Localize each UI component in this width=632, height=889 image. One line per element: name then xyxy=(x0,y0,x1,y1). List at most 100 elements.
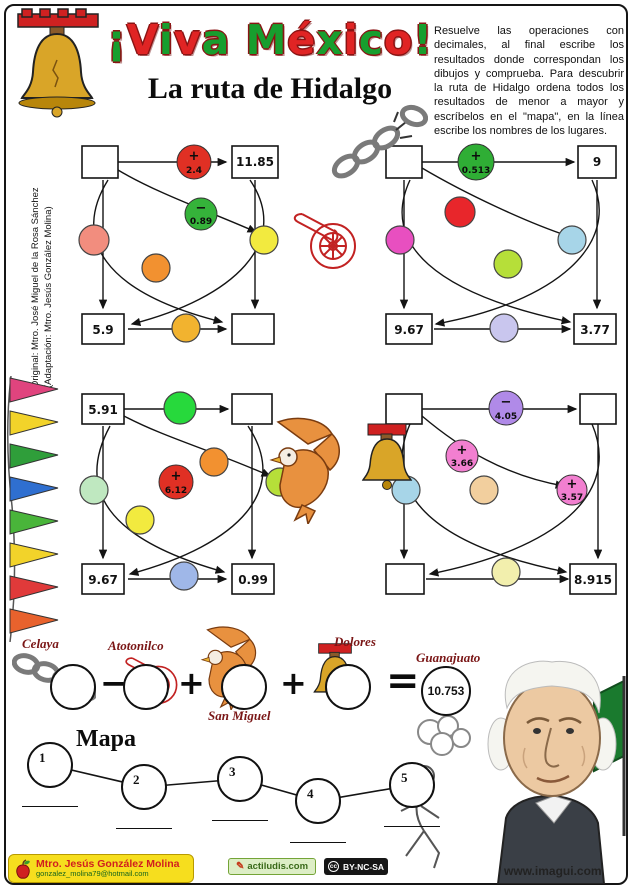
place-label-dolores: Dolores xyxy=(334,634,376,649)
svg-text:2.4: 2.4 xyxy=(186,166,202,176)
answer-circle[interactable] xyxy=(557,225,587,255)
svg-text:+: + xyxy=(171,469,182,484)
value-box-bl: 9.67 xyxy=(385,313,433,345)
value-box-br: 0.99 xyxy=(231,563,275,595)
answer-circle[interactable] xyxy=(491,557,521,587)
cc-license-label: BY-NC-SA xyxy=(342,861,385,872)
value-box-bl: 5.9 xyxy=(81,313,125,345)
value-box-br[interactable] xyxy=(231,313,275,345)
papel-picado-flags xyxy=(7,376,59,642)
map-heading: Mapa xyxy=(76,726,136,752)
map-blank-line-1[interactable] xyxy=(22,806,78,807)
author-banner: Mtro. Jesús González Molina gonzalez_mol… xyxy=(8,854,194,883)
value-box-tr[interactable] xyxy=(579,393,617,425)
value-box-tr: 9 xyxy=(577,145,617,179)
actiludis-label: actiludis.com xyxy=(247,861,309,872)
answer-circle[interactable] xyxy=(493,249,523,279)
svg-text:3.77: 3.77 xyxy=(580,323,610,337)
place-label-atotonilco: Atotonilco xyxy=(108,638,164,653)
svg-text:5.91: 5.91 xyxy=(88,403,118,417)
operation-badge: + 3.57 xyxy=(556,474,588,506)
small-bell-icon xyxy=(361,423,413,490)
answer-circle[interactable] xyxy=(444,196,476,228)
value-box-br: 8.915 xyxy=(569,563,617,595)
answer-circle[interactable] xyxy=(169,561,199,591)
map-stop-2[interactable]: 2 xyxy=(121,764,167,810)
equation-result: 10.753 xyxy=(421,666,471,716)
credit-line-2: (Adaptación: Mtro. Jesús González Molina… xyxy=(42,206,54,388)
answer-circle[interactable] xyxy=(163,391,197,425)
value-box-tl[interactable] xyxy=(385,145,423,179)
answer-circle[interactable] xyxy=(78,224,110,256)
svg-text:3.57: 3.57 xyxy=(561,493,583,503)
map-stop-number: 4 xyxy=(307,786,314,801)
place-label-celaya: Celaya xyxy=(22,636,59,651)
page-subtitle: La ruta de Hidalgo xyxy=(147,72,393,105)
value-box-bl: 9.67 xyxy=(81,563,125,595)
svg-text:9: 9 xyxy=(593,155,601,169)
equation-slot-dolores[interactable] xyxy=(325,664,371,710)
svg-text:3.66: 3.66 xyxy=(451,459,473,469)
svg-text:8.915: 8.915 xyxy=(574,573,612,587)
equation-slot-san-miguel[interactable] xyxy=(221,664,267,710)
answer-circle[interactable] xyxy=(489,313,519,343)
eagle-icon xyxy=(269,417,340,524)
map-blank-line-3[interactable] xyxy=(212,820,268,821)
place-label-guanajuato: Guanajuato xyxy=(416,650,481,665)
place-label-san-miguel: San Miguel xyxy=(208,708,271,723)
running-man-sketch xyxy=(400,715,471,869)
map-stop-5[interactable]: 5 xyxy=(389,762,435,808)
svg-text:−: − xyxy=(196,201,207,216)
equation-slot-atotonilco[interactable] xyxy=(123,664,169,710)
value-box-tl: 5.91 xyxy=(81,393,125,425)
answer-circle[interactable] xyxy=(79,475,109,505)
map-stop-4[interactable]: 4 xyxy=(295,778,341,824)
map-blank-line-5[interactable] xyxy=(384,826,440,827)
svg-text:0.99: 0.99 xyxy=(238,573,268,587)
value-box-bl[interactable] xyxy=(385,563,425,595)
answer-circle[interactable] xyxy=(249,225,279,255)
actiludis-badge[interactable]: ✎ actiludis.com xyxy=(228,858,316,875)
operation-badge: + 0.513 xyxy=(457,143,495,181)
map-blank-line-4[interactable] xyxy=(290,842,346,843)
operation-badge: + 3.66 xyxy=(445,439,479,473)
svg-text:+: + xyxy=(189,149,200,164)
map-stop-number: 1 xyxy=(39,750,46,765)
puzzle-top-left: + 2.4 − 0.89 11.85 5.9 xyxy=(78,144,279,345)
puzzle-mid-right: − 4.05 + 3.66 + 3.57 8.915 xyxy=(385,390,617,595)
svg-text:0.513: 0.513 xyxy=(462,166,490,176)
cannon-icon xyxy=(293,213,356,269)
operation-badge: − 4.05 xyxy=(488,390,524,426)
answer-circle[interactable] xyxy=(199,447,229,477)
answer-circle[interactable] xyxy=(469,475,499,505)
credit-vertical: Original: Mtro. José Miguel de la Rosa S… xyxy=(30,136,56,388)
hidalgo-caricature xyxy=(487,660,626,884)
svg-text:4.05: 4.05 xyxy=(495,412,517,422)
value-box-tr[interactable] xyxy=(231,393,273,425)
operation-badge: + 6.12 xyxy=(158,464,194,500)
map-blank-line-2[interactable] xyxy=(116,828,172,829)
map-stop-1[interactable]: 1 xyxy=(27,742,73,788)
bell-logo-icon xyxy=(17,8,99,118)
answer-circle[interactable] xyxy=(125,505,155,535)
map-stop-number: 5 xyxy=(401,770,408,785)
map-stop-3[interactable]: 3 xyxy=(217,756,263,802)
cc-icon: cc xyxy=(327,861,339,872)
map-stop-number: 2 xyxy=(133,772,140,787)
minus-operator: − xyxy=(100,664,127,702)
author-name: Mtro. Jesús González Molina xyxy=(36,857,180,870)
answer-circle[interactable] xyxy=(171,313,201,343)
value-box-tl[interactable] xyxy=(81,145,119,179)
answer-circle[interactable] xyxy=(141,253,171,283)
imagui-site-link[interactable]: www.imagui.com xyxy=(504,864,602,878)
author-email[interactable]: gonzalez_molina79@hotmail.com xyxy=(36,869,149,879)
answer-circle[interactable] xyxy=(385,225,415,255)
equation-slot-celaya[interactable] xyxy=(50,664,96,710)
apple-icon xyxy=(16,858,30,879)
cc-license-badge[interactable]: cc BY-NC-SA xyxy=(324,858,388,875)
value-box-tl[interactable] xyxy=(385,393,423,425)
credit-line-1: Original: Mtro. José Miguel de la Rosa S… xyxy=(30,187,41,388)
svg-text:−: − xyxy=(501,395,512,410)
instructions-text: Resuelve las operaciones con decimales, … xyxy=(434,25,624,138)
